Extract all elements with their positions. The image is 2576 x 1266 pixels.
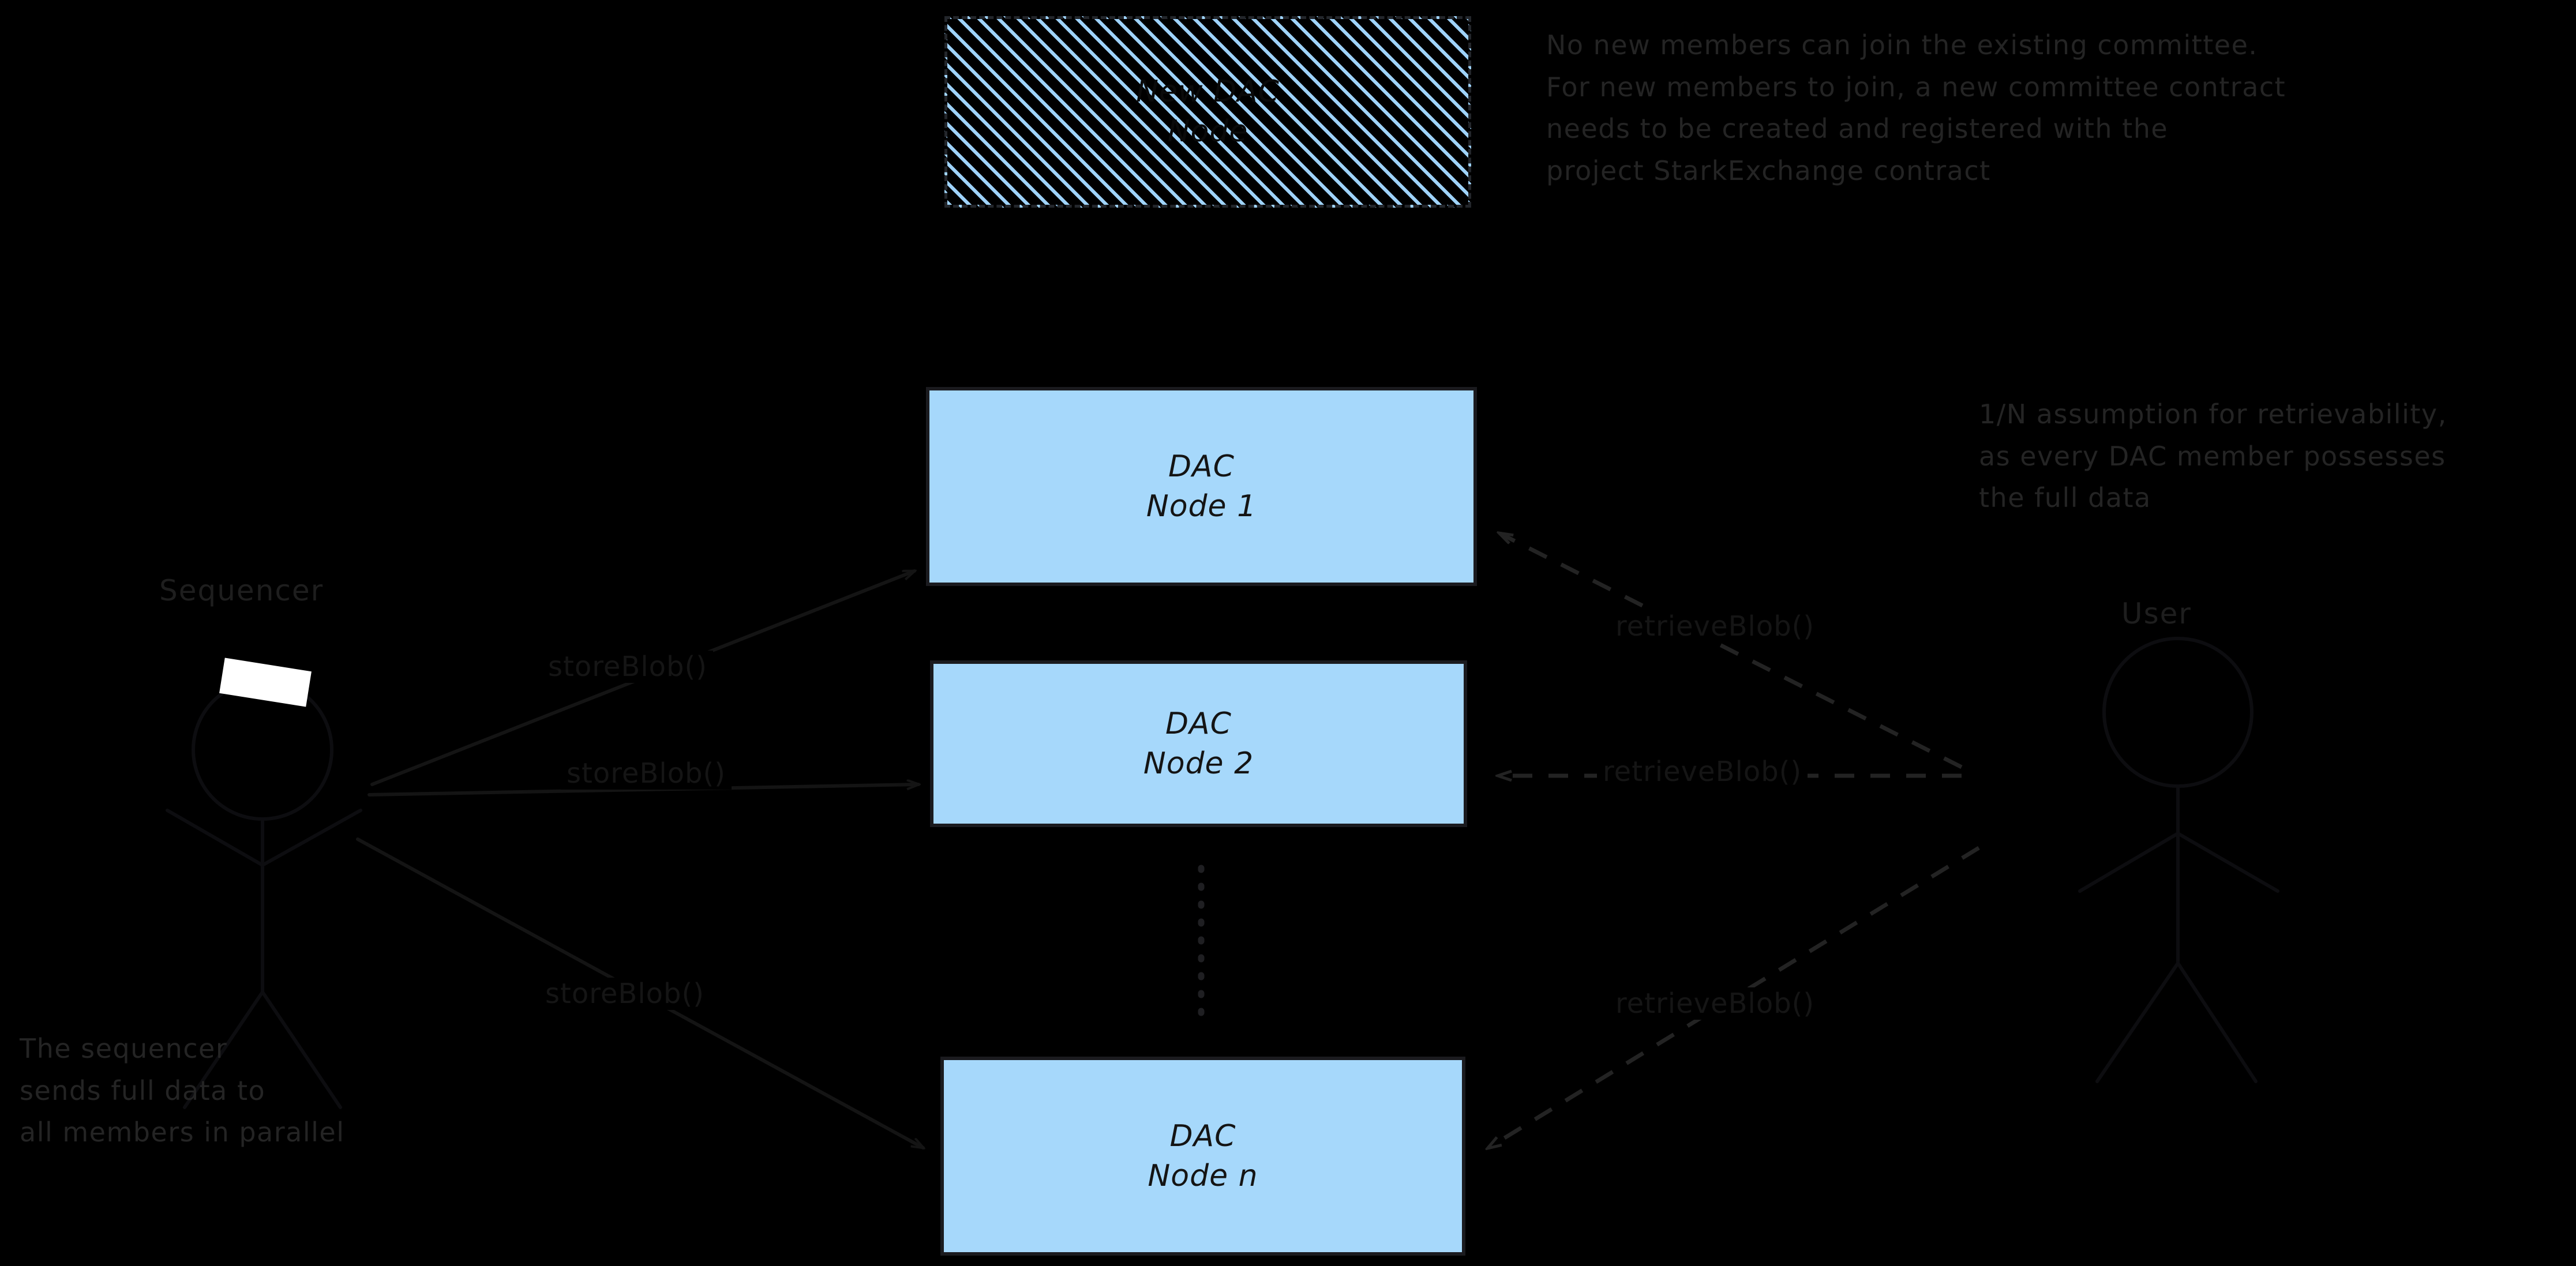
new-dac-node-line1: New DAC: [1136, 74, 1280, 110]
sequencer-arm-left: [166, 809, 264, 867]
dac-node-1-line2: Node 1: [1146, 489, 1257, 524]
store-blob-arrow-node2[interactable]: [368, 784, 918, 797]
dac-node-n-line2: Node n: [1148, 1158, 1258, 1193]
committee-note: No new members can join the existing com…: [1546, 29, 2286, 187]
user-head-icon: [2102, 637, 2253, 788]
dac-node-2-box[interactable]: DAC Node 2: [930, 660, 1467, 827]
new-dac-node-box[interactable]: New DAC Node: [944, 16, 1471, 208]
store-blob-label-node2: storeBlob(): [561, 757, 732, 790]
retrievability-note: 1/N assumption for retrievability, as ev…: [1979, 399, 2447, 514]
user-leg-left: [2095, 961, 2180, 1083]
user-arm-left: [2078, 832, 2180, 893]
parallel-note: The sequencer sends full data to all mem…: [20, 1033, 345, 1148]
sequencer-leg-left: [183, 990, 264, 1109]
retrieve-blob-label-noden: retrieveBlob(): [1610, 987, 1821, 1020]
user-leg-right: [2176, 961, 2258, 1083]
user-label: User: [2121, 597, 2192, 630]
dac-node-2-line2: Node 2: [1143, 746, 1254, 781]
retrieve-blob-arrow-node1[interactable]: [1500, 534, 1963, 769]
dac-node-n-box[interactable]: DAC Node n: [940, 1057, 1465, 1256]
store-blob-label-noden: storeBlob(): [539, 978, 710, 1010]
user-arm-right: [2176, 832, 2279, 893]
store-blob-label-node1: storeBlob(): [542, 651, 713, 683]
new-dac-node-line2: Node: [1167, 114, 1248, 149]
retrieve-blob-label-node2: retrieveBlob(): [1597, 756, 1808, 788]
sequencer-leg-right: [261, 990, 342, 1109]
sequencer-arm-right: [261, 809, 362, 867]
sequencer-head-icon: [192, 679, 333, 821]
dac-node-1-box[interactable]: DAC Node 1: [926, 387, 1477, 586]
sequencer-label: Sequencer: [159, 574, 324, 607]
retrieve-blob-label-node1: retrieveBlob(): [1610, 610, 1821, 643]
dac-node-n-line1: DAC: [1169, 1118, 1236, 1154]
dac-node-2-line1: DAC: [1165, 706, 1232, 741]
user-actor-figure[interactable]: [2078, 637, 2279, 1083]
dac-node-1-line1: DAC: [1168, 449, 1235, 484]
